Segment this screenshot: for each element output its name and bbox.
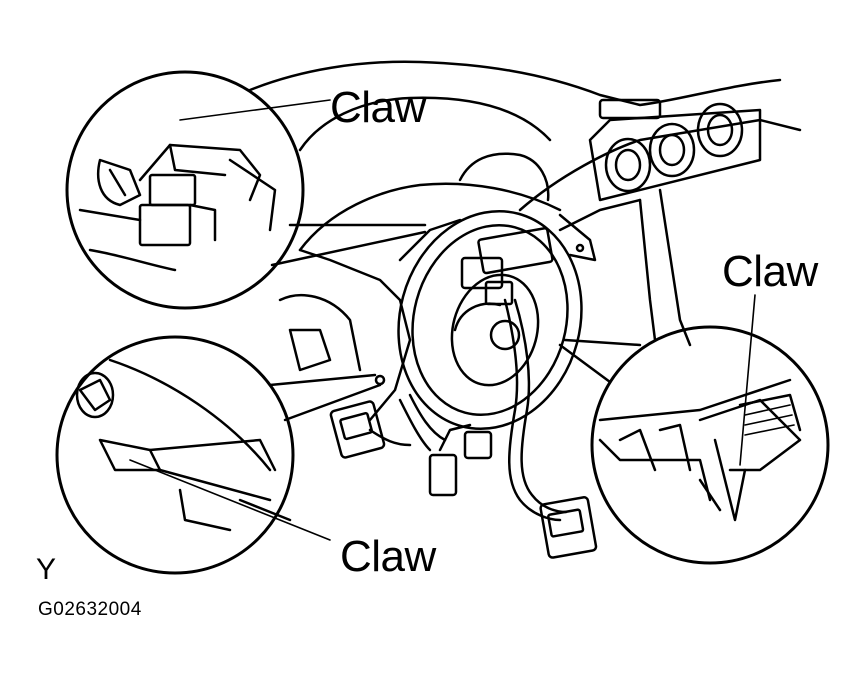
callout-claw-top: Claw [330, 83, 426, 132]
callout-claw-right: Claw [722, 247, 818, 296]
claw-detail-bottom [75, 358, 331, 541]
callout-claw-bottom: Claw [340, 532, 436, 581]
inset-top-left [65, 70, 427, 310]
figure-code: G02632004 [38, 599, 142, 620]
steering-column [278, 218, 462, 422]
view-letter: Y [36, 553, 57, 586]
claw-detail-right [598, 294, 802, 522]
connector-bottom [539, 496, 598, 559]
connector-left [329, 400, 386, 459]
wire-harness [329, 298, 598, 559]
spiral-cable-ring [397, 209, 583, 431]
inset-right [558, 294, 830, 565]
air-vents [588, 98, 762, 202]
inset-bottom-left [55, 335, 382, 575]
connector-small [428, 430, 493, 497]
instrument-panel [248, 60, 802, 347]
claw-detail-top [78, 99, 331, 272]
